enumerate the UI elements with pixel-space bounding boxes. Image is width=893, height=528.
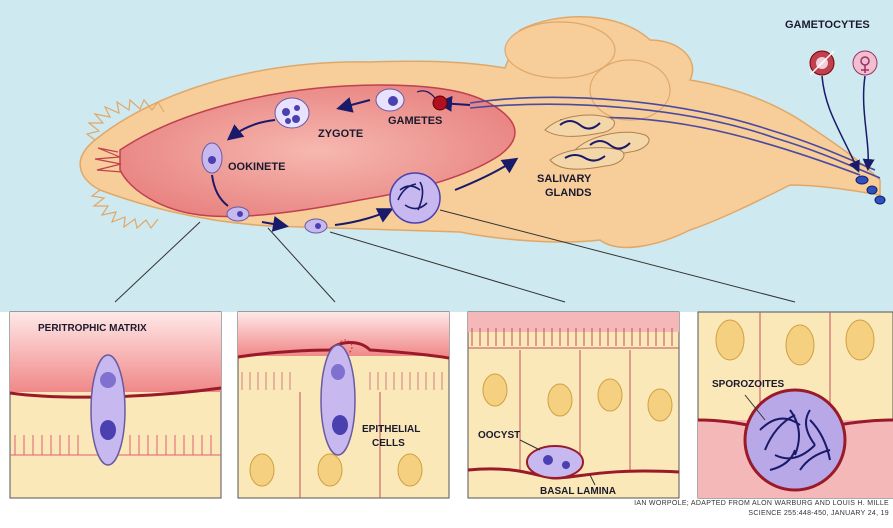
label-sporozoites: SPOROZOITES [712, 379, 785, 390]
label-gametocytes: GAMETOCYTES [785, 19, 870, 31]
zygote-stage [275, 98, 309, 128]
panel-sporozoites: SPOROZOITES [698, 312, 893, 498]
label-epithelial: EPITHELIAL [362, 424, 420, 435]
label-salivary: SALIVARY [537, 173, 592, 185]
credit-line-1: IAN WORPOLE; ADAPTED FROM ALON WARBURG A… [634, 500, 889, 507]
label-zygote: ZYGOTE [318, 128, 363, 140]
panel-epithelial-cells: EPITHELIAL CELLS [238, 312, 449, 498]
label-glands: GLANDS [545, 187, 591, 199]
panel-peritrophic-matrix: PERITROPHIC MATRIX [10, 312, 221, 498]
credit-line-2: SCIENCE 255:448-450, JANUARY 24, 19 [748, 510, 889, 517]
panel-oocyst: OOCYST BASAL LAMINA [468, 312, 679, 498]
label-peritrophic-matrix: PERITROPHIC MATRIX [38, 323, 147, 334]
label-ookinete: OOKINETE [228, 161, 285, 173]
label-oocyst: OOCYST [478, 430, 520, 441]
label-basal-lamina: BASAL LAMINA [540, 486, 616, 497]
label-cells: CELLS [372, 438, 405, 449]
oocyst-stage [390, 173, 440, 223]
label-gametes: GAMETES [388, 115, 442, 127]
